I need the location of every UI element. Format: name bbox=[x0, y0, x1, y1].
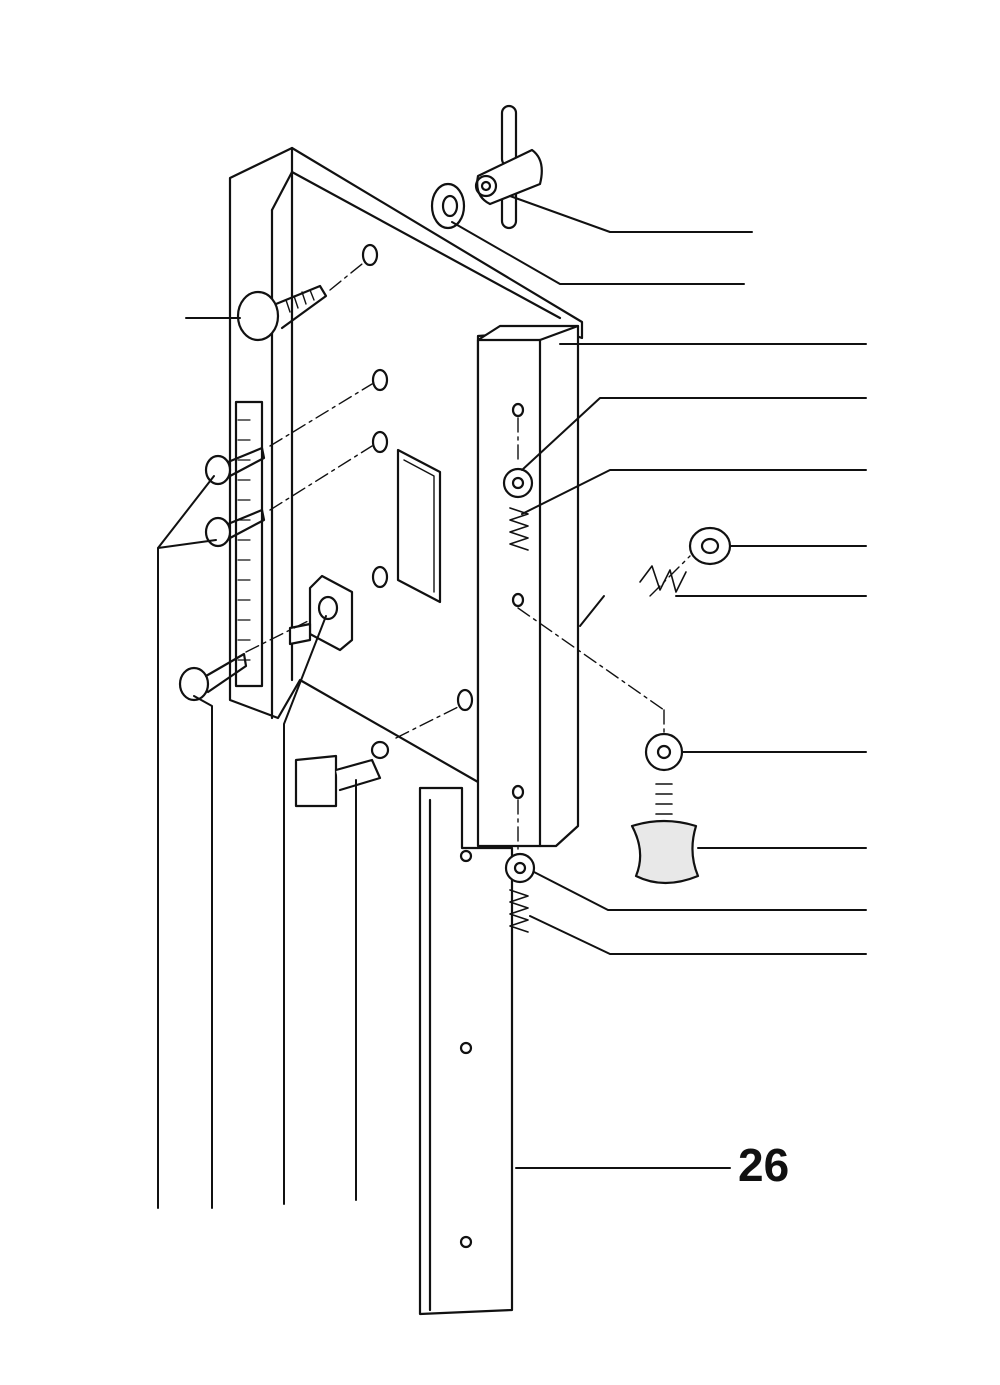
spring-right bbox=[639, 565, 687, 593]
plate-hole bbox=[371, 565, 389, 589]
cap-knob bbox=[236, 284, 328, 342]
washer-right bbox=[688, 526, 732, 566]
callout-label-part-26: 26 bbox=[738, 1139, 790, 1191]
plate-hole bbox=[371, 368, 389, 392]
fence-extension-block bbox=[476, 324, 580, 848]
star-knob bbox=[630, 783, 700, 885]
plate-hole bbox=[361, 243, 379, 267]
plate-hole bbox=[456, 688, 474, 712]
leader-lines bbox=[185, 195, 867, 1169]
spring bbox=[509, 507, 529, 551]
spring bbox=[509, 889, 529, 933]
ball-right bbox=[644, 732, 684, 772]
guide-rail bbox=[418, 786, 514, 1316]
leader-lines-bottom bbox=[157, 475, 357, 1209]
screw bbox=[178, 652, 248, 702]
screw bbox=[204, 508, 266, 548]
thumb-screw bbox=[294, 740, 390, 808]
plate-slot bbox=[396, 448, 442, 604]
assembly-axes bbox=[245, 263, 691, 851]
washer-top bbox=[430, 182, 466, 230]
scale-strip bbox=[234, 400, 264, 688]
ball-bearing bbox=[504, 852, 536, 884]
ball-bearing bbox=[502, 467, 534, 499]
plate-hole bbox=[371, 430, 389, 454]
crosshead-pin bbox=[474, 104, 543, 230]
fence-plate bbox=[228, 146, 584, 784]
